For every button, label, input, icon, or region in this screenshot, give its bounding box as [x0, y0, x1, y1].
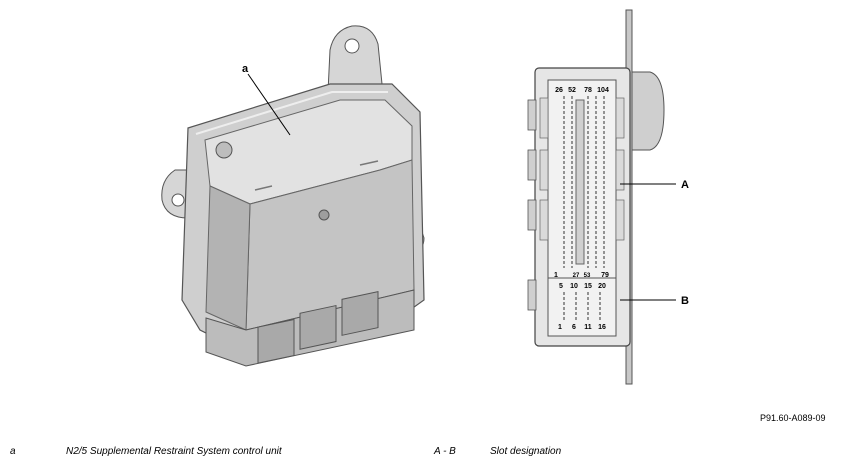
pin-label-79: 79 — [601, 272, 609, 279]
slot-a-pin-field — [563, 96, 605, 268]
pin-label-20: 20 — [598, 283, 606, 290]
pin-label-15: 15 — [584, 283, 592, 290]
pin-label-26: 26 — [555, 87, 563, 94]
callout-a-label: a — [242, 63, 249, 75]
pin-label-1-slot-b: 1 — [558, 324, 562, 331]
callout-A-label: A — [681, 179, 689, 191]
pin-label-16: 16 — [598, 324, 606, 331]
control-unit-housing — [161, 25, 425, 367]
connector-face-view: 26 52 78 104 1 27 53 79 5 10 15 20 1 6 1… — [527, 9, 665, 385]
pin-label-53: 53 — [584, 273, 591, 279]
technical-illustration: a — [161, 9, 689, 385]
pin-label-104: 104 — [597, 87, 609, 94]
legend-text-a-b: Slot designation — [490, 446, 562, 457]
pin-label-6: 6 — [572, 324, 576, 331]
legend-key-a-b: A - B — [434, 446, 456, 457]
figure-reference-code: P91.60-A089-09 — [760, 413, 826, 423]
legend-text-a: N2/5 Supplemental Restraint System contr… — [66, 446, 282, 457]
slot-b-pin-field — [563, 292, 601, 322]
pin-label-52: 52 — [568, 87, 576, 94]
pin-label-5: 5 — [559, 283, 563, 290]
pin-label-78: 78 — [584, 87, 592, 94]
callout-a-leader — [247, 73, 291, 136]
legend-key-a: a — [10, 446, 16, 457]
pin-label-10: 10 — [570, 283, 578, 290]
callout-B-label: B — [681, 295, 689, 307]
pin-label-1-slot-a: 1 — [554, 272, 558, 279]
pin-label-11: 11 — [584, 324, 592, 331]
pin-label-27: 27 — [573, 273, 580, 279]
